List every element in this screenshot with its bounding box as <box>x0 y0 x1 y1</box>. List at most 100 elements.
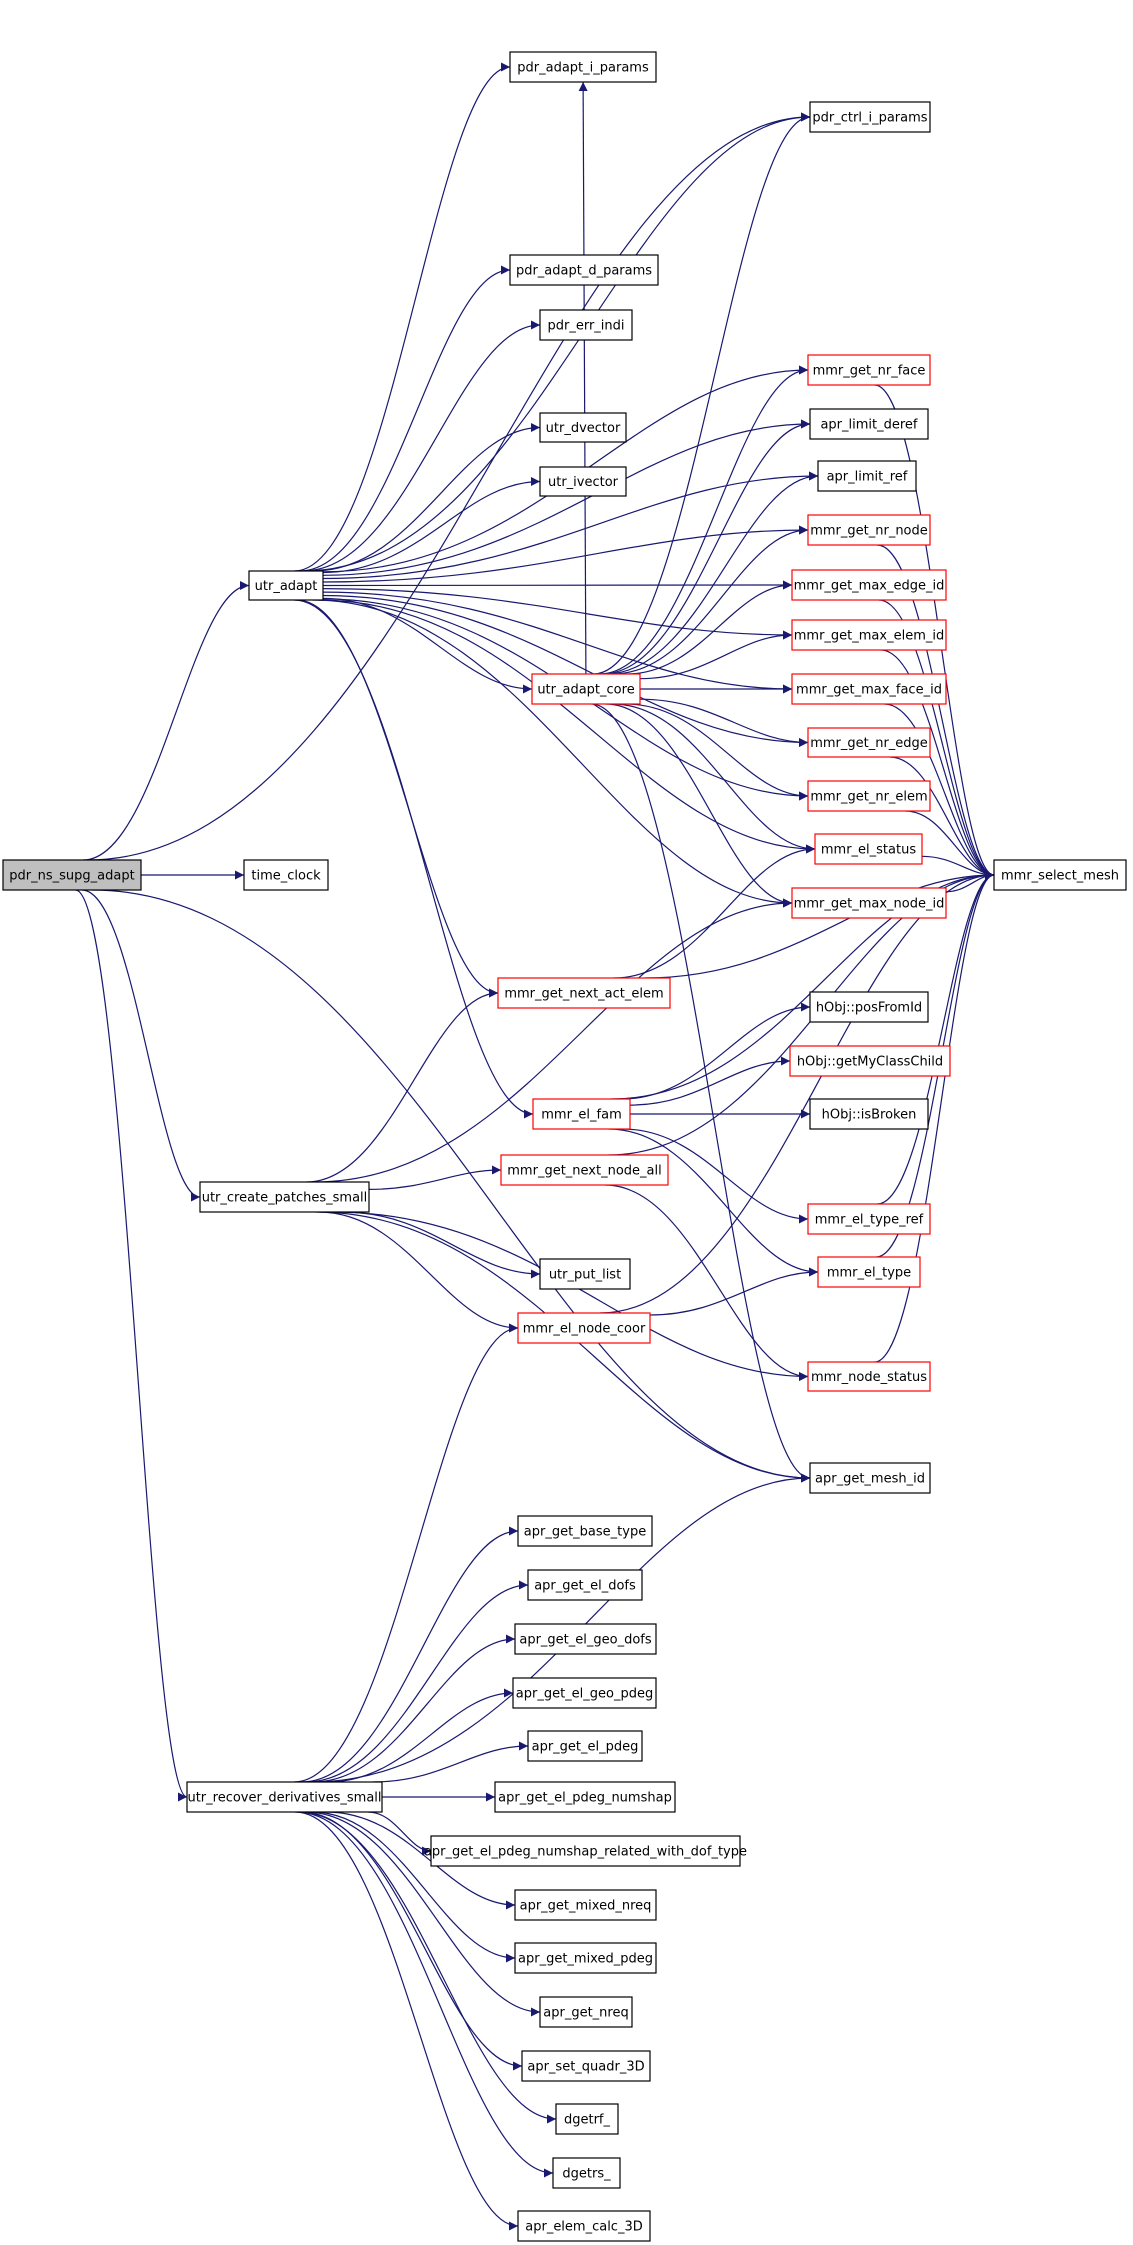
node-time-clock[interactable]: time_clock <box>243 859 329 891</box>
node-box[interactable] <box>539 1258 631 1290</box>
node-box[interactable] <box>199 1181 370 1213</box>
node-box[interactable] <box>527 1569 643 1601</box>
node-utr-ivector[interactable]: utr_ivector <box>539 466 627 497</box>
node-apr-get-base-type[interactable]: apr_get_base_type <box>517 1515 653 1547</box>
node-box[interactable] <box>531 673 641 705</box>
node-apr-get-nreq[interactable]: apr_get_nreq <box>539 1996 633 2028</box>
node-box[interactable] <box>517 1312 651 1344</box>
node-apr-get-el-pdeg-numshap[interactable]: apr_get_el_pdeg_numshap <box>494 1781 676 1813</box>
node-box[interactable] <box>807 1361 931 1392</box>
node-box[interactable] <box>807 780 931 812</box>
node-pdr-err-indi[interactable]: pdr_err_indi <box>539 309 633 341</box>
node-apr-get-mesh-id[interactable]: apr_get_mesh_id <box>809 1462 931 1494</box>
node-apr-get-el-pdeg[interactable]: apr_get_el_pdeg <box>527 1730 643 1762</box>
node-box[interactable] <box>243 859 329 891</box>
node-hobj-getmyclasschild[interactable]: hObj::getMyClassChild <box>789 1045 951 1077</box>
node-box[interactable] <box>512 1677 657 1709</box>
node-mmr-get-max-elem-id[interactable]: mmr_get_max_elem_id <box>791 619 947 651</box>
node-box[interactable] <box>791 673 947 705</box>
node-dgetrf[interactable]: dgetrf_ <box>555 2103 619 2135</box>
node-box[interactable] <box>500 1154 669 1186</box>
node-apr-get-el-pdeg-numshap-related-with-dof-type[interactable]: apr_get_el_pdeg_numshap_related_with_dof… <box>424 1835 747 1867</box>
node-box[interactable] <box>509 254 659 286</box>
node-box[interactable] <box>555 2103 619 2135</box>
node-hobj-posfromid[interactable]: hObj::posFromId <box>809 991 929 1023</box>
node-box[interactable] <box>809 101 931 133</box>
node-pdr-adapt-i-params[interactable]: pdr_adapt_i_params <box>509 51 657 83</box>
node-box[interactable] <box>186 1781 383 1813</box>
node-mmr-el-fam[interactable]: mmr_el_fam <box>532 1098 631 1130</box>
node-mmr-node-status[interactable]: mmr_node_status <box>807 1361 931 1392</box>
node-apr-get-el-dofs[interactable]: apr_get_el_dofs <box>527 1569 643 1601</box>
node-mmr-get-next-act-elem[interactable]: mmr_get_next_act_elem <box>497 977 671 1009</box>
node-box[interactable] <box>521 2050 651 2082</box>
node-mmr-el-node-coor[interactable]: mmr_el_node_coor <box>517 1312 651 1344</box>
node-box[interactable] <box>532 1098 631 1130</box>
node-box[interactable] <box>539 412 627 443</box>
node-utr-dvector[interactable]: utr_dvector <box>539 412 627 443</box>
node-mmr-select-mesh[interactable]: mmr_select_mesh <box>993 859 1127 891</box>
node-apr-limit-deref[interactable]: apr_limit_deref <box>809 408 929 440</box>
node-apr-get-mixed-nreq[interactable]: apr_get_mixed_nreq <box>514 1889 657 1921</box>
node-box[interactable] <box>791 569 947 601</box>
node-mmr-el-status[interactable]: mmr_el_status <box>814 833 923 865</box>
node-mmr-get-nr-elem[interactable]: mmr_get_nr_elem <box>807 780 931 812</box>
node-apr-limit-ref[interactable]: apr_limit_ref <box>817 460 917 492</box>
node-mmr-get-nr-edge[interactable]: mmr_get_nr_edge <box>807 727 931 758</box>
node-mmr-get-max-node-id[interactable]: mmr_get_max_node_id <box>791 887 947 919</box>
node-box[interactable] <box>527 1730 643 1762</box>
node-box[interactable] <box>514 1623 657 1655</box>
node-box[interactable] <box>539 309 633 341</box>
node-box[interactable] <box>791 887 947 919</box>
node-utr-recover-derivatives-small[interactable]: utr_recover_derivatives_small <box>186 1781 383 1813</box>
node-box[interactable] <box>817 460 917 492</box>
node-apr-get-mixed-pdeg[interactable]: apr_get_mixed_pdeg <box>514 1942 657 1974</box>
node-box[interactable] <box>814 833 923 865</box>
node-box[interactable] <box>497 977 671 1009</box>
node-utr-adapt[interactable]: utr_adapt <box>248 570 324 601</box>
node-box[interactable] <box>514 1942 657 1974</box>
node-mmr-get-nr-face[interactable]: mmr_get_nr_face <box>807 354 931 386</box>
node-box[interactable] <box>809 1462 931 1494</box>
node-box[interactable] <box>809 408 929 440</box>
node-box[interactable] <box>509 51 657 83</box>
node-utr-put-list[interactable]: utr_put_list <box>539 1258 631 1290</box>
node-box[interactable] <box>817 1256 921 1288</box>
node-utr-create-patches-small[interactable]: utr_create_patches_small <box>199 1181 370 1213</box>
node-mmr-get-max-edge-id[interactable]: mmr_get_max_edge_id <box>791 569 947 601</box>
node-pdr-ctrl-i-params[interactable]: pdr_ctrl_i_params <box>809 101 931 133</box>
node-box[interactable] <box>791 619 947 651</box>
node-box[interactable] <box>539 466 627 497</box>
node-box[interactable] <box>430 1835 741 1867</box>
node-box[interactable] <box>807 727 931 758</box>
node-box[interactable] <box>807 514 931 546</box>
node-apr-set-quadr-3d[interactable]: apr_set_quadr_3D <box>521 2050 651 2082</box>
node-box[interactable] <box>514 1889 657 1921</box>
node-box[interactable] <box>993 859 1127 891</box>
node-mmr-el-type[interactable]: mmr_el_type <box>817 1256 921 1288</box>
node-hobj-isbroken[interactable]: hObj::isBroken <box>809 1098 929 1130</box>
node-box[interactable] <box>494 1781 676 1813</box>
node-mmr-el-type-ref[interactable]: mmr_el_type_ref <box>807 1203 931 1235</box>
node-mmr-get-max-face-id[interactable]: mmr_get_max_face_id <box>791 673 947 705</box>
node-box[interactable] <box>807 1203 931 1235</box>
node-box[interactable] <box>248 570 324 601</box>
node-apr-elem-calc-3d[interactable]: apr_elem_calc_3D <box>517 2210 651 2242</box>
node-box[interactable] <box>552 2157 621 2189</box>
node-box[interactable] <box>807 354 931 386</box>
node-box[interactable] <box>789 1045 951 1077</box>
node-pdr-adapt-d-params[interactable]: pdr_adapt_d_params <box>509 254 659 286</box>
node-apr-get-el-geo-pdeg[interactable]: apr_get_el_geo_pdeg <box>512 1677 657 1709</box>
node-pdr-ns-supg-adapt[interactable]: pdr_ns_supg_adapt <box>2 859 142 891</box>
node-box[interactable] <box>2 859 142 891</box>
node-box[interactable] <box>517 2210 651 2242</box>
node-box[interactable] <box>809 1098 929 1130</box>
node-mmr-get-next-node-all[interactable]: mmr_get_next_node_all <box>500 1154 669 1186</box>
node-dgetrs[interactable]: dgetrs_ <box>552 2157 621 2189</box>
node-mmr-get-nr-node[interactable]: mmr_get_nr_node <box>807 514 931 546</box>
node-apr-get-el-geo-dofs[interactable]: apr_get_el_geo_dofs <box>514 1623 657 1655</box>
node-box[interactable] <box>809 991 929 1023</box>
node-box[interactable] <box>539 1996 633 2028</box>
node-box[interactable] <box>517 1515 653 1547</box>
node-utr-adapt-core[interactable]: utr_adapt_core <box>531 673 641 705</box>
